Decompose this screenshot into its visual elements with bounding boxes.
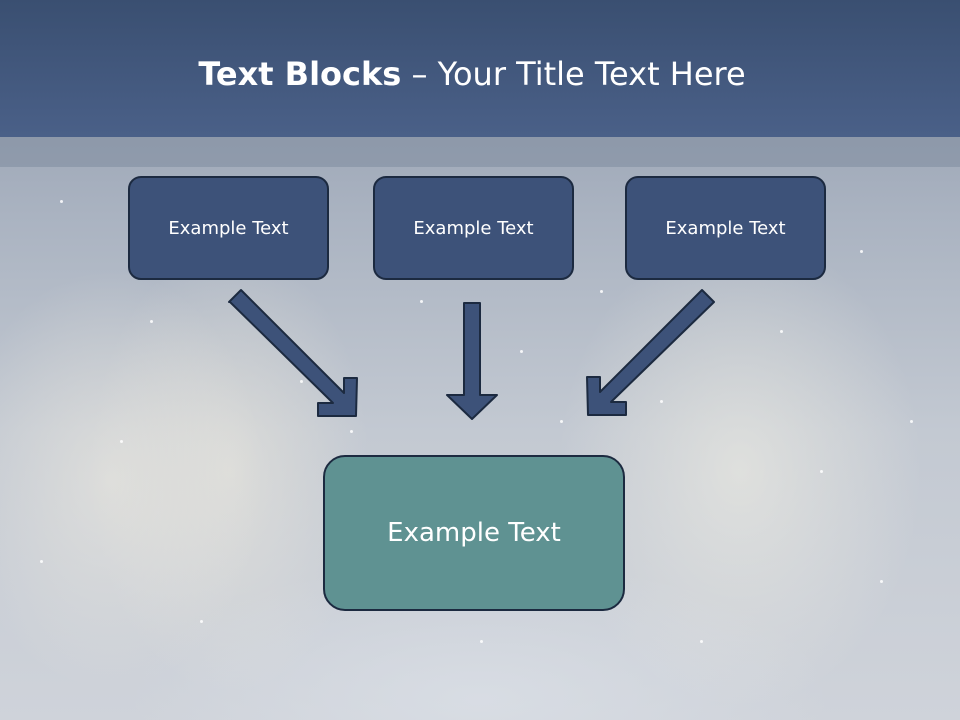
title-bar-band (0, 137, 960, 167)
arrow-down-left-icon (586, 289, 715, 416)
main-text-block-label: Example Text (387, 518, 561, 548)
slide-title: Text Blocks – Your Title Text Here (0, 52, 944, 96)
slide-title-bold: Text Blocks (198, 55, 402, 93)
text-block-3-label: Example Text (665, 217, 786, 239)
text-block-2: Example Text (373, 176, 574, 280)
text-block-3: Example Text (625, 176, 826, 280)
arrow-down-icon (446, 302, 498, 420)
slide-title-rest: – Your Title Text Here (401, 55, 746, 93)
text-block-2-label: Example Text (413, 217, 534, 239)
main-text-block: Example Text (323, 455, 625, 611)
title-bar (0, 0, 960, 137)
text-block-1-label: Example Text (168, 217, 289, 239)
arrow-down-right-icon (228, 289, 358, 417)
text-block-1: Example Text (128, 176, 329, 280)
